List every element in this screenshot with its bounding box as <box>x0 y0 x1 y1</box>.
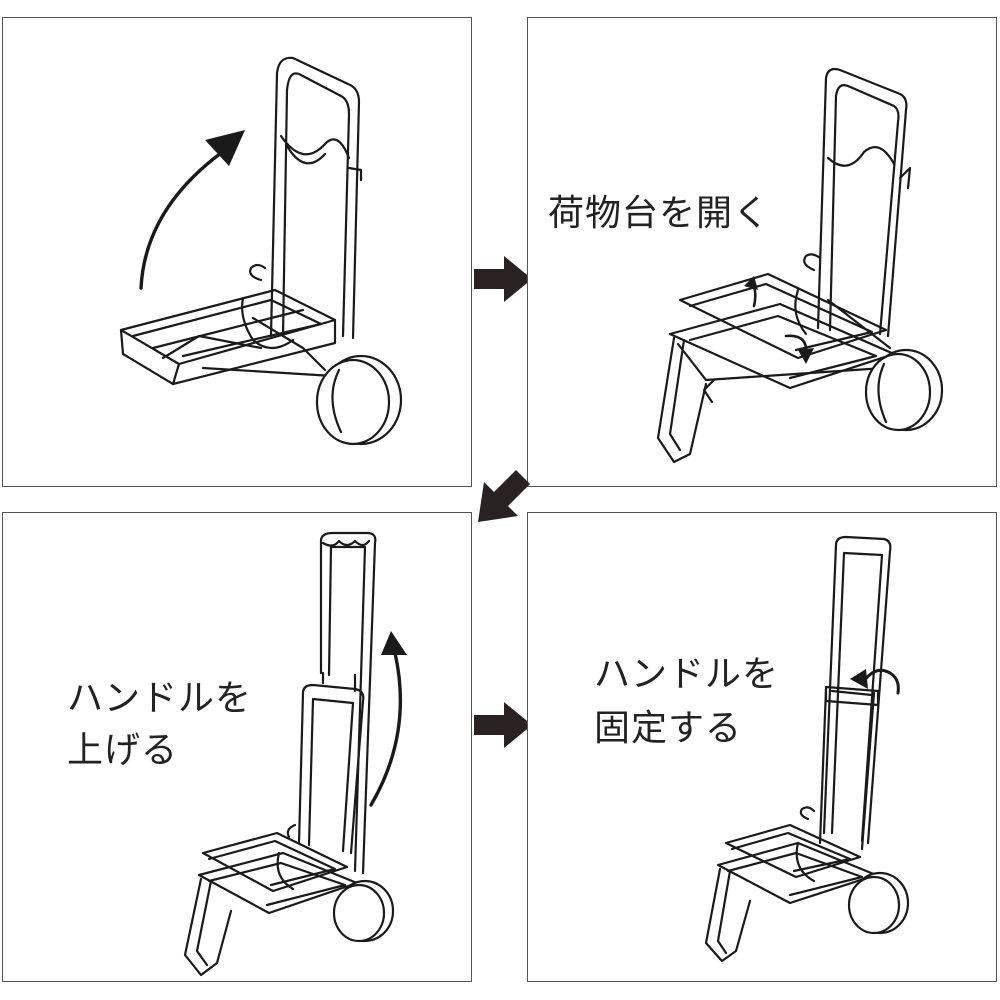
step-arrow-icon <box>474 256 532 302</box>
raising-handle-illustration <box>183 531 407 977</box>
step-3-caption-line1: ハンドルを <box>67 678 253 719</box>
next-step-arrow-icon <box>478 470 530 522</box>
step-1-panel <box>2 17 472 487</box>
step-4-panel: ハンドルを 固定する <box>527 512 997 982</box>
folded-cart-illustration <box>119 56 403 446</box>
step-4-caption-line1: ハンドルを <box>594 654 780 695</box>
step-2-caption: 荷物台を開く <box>548 193 771 234</box>
step-arrow-icon <box>474 702 532 748</box>
opened-deck-illustration <box>656 67 944 464</box>
step-4-caption-line2: 固定する <box>594 708 743 749</box>
step-2-panel: 荷物台を開く <box>527 17 997 487</box>
locked-handle-illustration <box>704 535 910 963</box>
step-3-caption-line2: 上げる <box>67 730 179 771</box>
step-3-panel: ハンドルを 上げる <box>2 512 472 982</box>
